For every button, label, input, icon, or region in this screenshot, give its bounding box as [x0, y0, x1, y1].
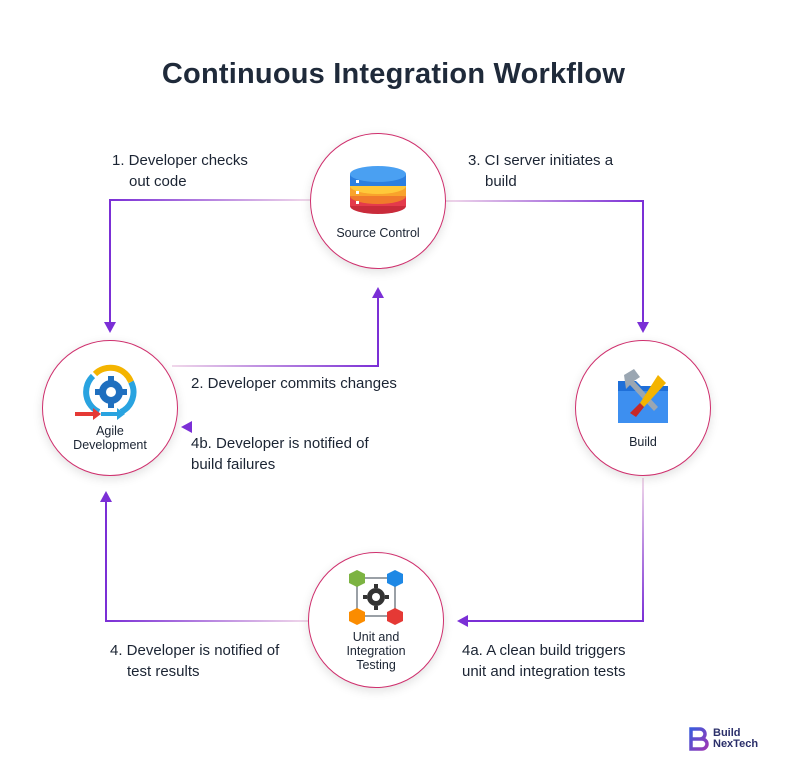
connector-checkout — [109, 199, 310, 330]
step-1-line-2: out code — [129, 173, 187, 190]
brand-mark-icon — [689, 727, 709, 751]
step-4-line-2: test results — [127, 663, 200, 680]
node-label-testing-1: Unit and — [352, 630, 400, 644]
step-3-label: 3. CI server initiates a build — [468, 150, 613, 192]
integration-cubes-icon — [349, 570, 403, 625]
step-1-line-1: 1. Developer checks — [112, 152, 248, 169]
step-4b-line-2: build failures — [191, 456, 276, 473]
build-tools-icon — [618, 369, 668, 423]
step-1-label: 1. Developer checks out code — [112, 150, 248, 192]
node-label-build: Build — [629, 435, 657, 449]
brand-line-2: NexTech — [713, 738, 759, 750]
step-4-line-1: 4. Developer is notified of — [110, 642, 280, 659]
database-icon — [350, 166, 406, 214]
brand-logo: Build NexTech — [689, 727, 758, 751]
step-3-line-1: 3. CI server initiates a — [468, 152, 614, 169]
step-4b-label: 4b. Developer is notified of build failu… — [191, 433, 369, 475]
node-label-source-control: Source Control — [336, 226, 420, 240]
agile-cycle-icon — [75, 364, 137, 420]
brand-line-1: Build — [713, 727, 741, 739]
node-build: Build — [575, 340, 711, 476]
connector-trigger-tests — [462, 478, 644, 622]
node-testing: Unit and Integration Testing — [308, 552, 444, 688]
step-4a-line-2: unit and integration tests — [462, 663, 626, 680]
connector-initiate-build — [446, 200, 644, 330]
page-title: Continuous Integration Workflow — [161, 58, 626, 90]
step-3-line-2: build — [485, 173, 517, 190]
node-label-testing-2: Integration — [346, 644, 406, 658]
step-4a-line-1: 4a. A clean build triggers — [462, 642, 626, 659]
node-source-control: Source Control — [310, 133, 446, 269]
node-agile-development: Agile Development — [42, 340, 178, 476]
node-label-testing-3: Testing — [356, 658, 396, 672]
connector-commit — [172, 292, 379, 367]
node-label-agile-1: Agile — [96, 424, 124, 438]
step-4a-label: 4a. A clean build triggers unit and inte… — [462, 640, 625, 682]
node-label-agile-2: Development — [73, 438, 147, 452]
step-4b-line-1: 4b. Developer is notified of — [191, 435, 369, 452]
step-2-label: 2. Developer commits changes — [191, 375, 397, 392]
step-4-label: 4. Developer is notified of test results — [110, 640, 279, 682]
connector-test-results — [105, 497, 308, 622]
